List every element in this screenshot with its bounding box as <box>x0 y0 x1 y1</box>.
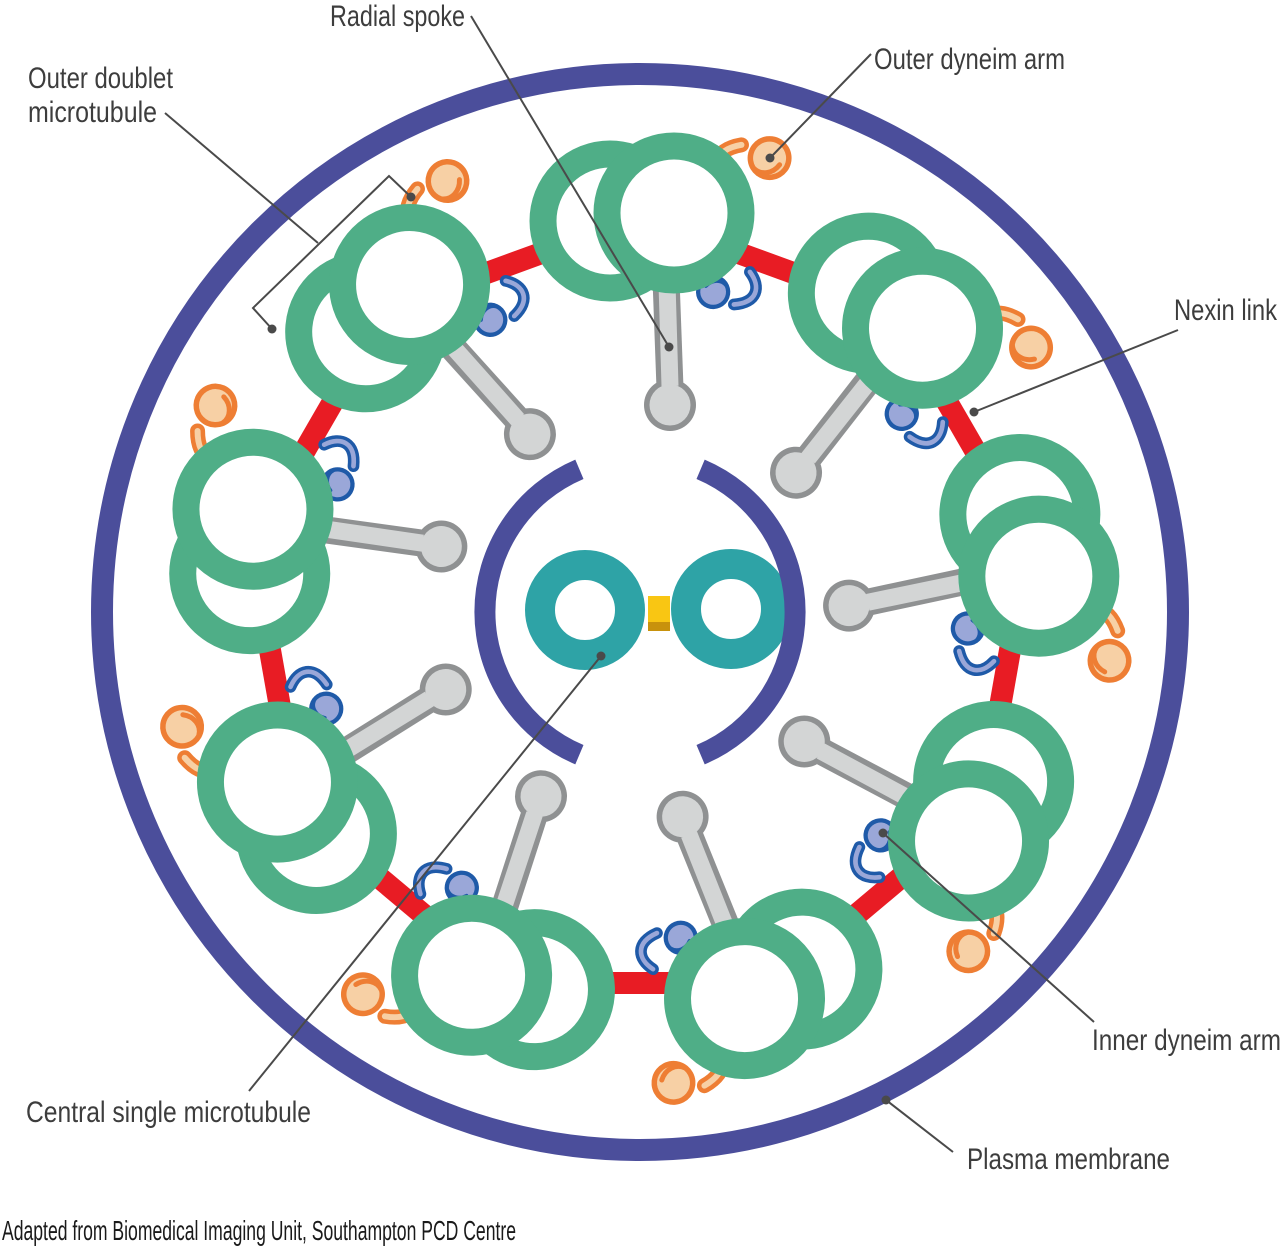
inner-dynein-leader <box>882 832 1095 1023</box>
outer-dynein-label: Outer dyneim arm <box>874 43 1065 76</box>
plasma-membrane-leader <box>885 1099 954 1153</box>
outer-doublet-dot-b <box>267 324 277 334</box>
central-microtubule-dot <box>596 651 606 661</box>
outer-doublet-6 <box>331 729 669 1095</box>
central-microtubule-leader <box>248 655 602 1092</box>
outer-dynein-dot <box>765 153 775 163</box>
nexin-link-leader <box>973 329 1179 413</box>
outer-doublet-dot-a <box>406 192 416 202</box>
radial-spoke-leader <box>470 15 670 348</box>
central-microtubule-right <box>671 549 791 669</box>
inner-dynein-dot <box>878 828 888 838</box>
central-microtubule-left <box>525 550 645 670</box>
outer-doublet-bracket <box>251 174 412 330</box>
leader-lines <box>164 15 1179 1153</box>
outer-doublet-label-line1: Outer doublet <box>28 62 174 95</box>
leader-dots <box>267 153 979 1105</box>
outer-doublet-leader <box>164 112 319 244</box>
central-microtubule-label: Central single microtubule <box>26 1096 311 1129</box>
central-bridge-shadow <box>648 622 670 631</box>
nexin-link-label: Nexin link <box>1174 294 1278 327</box>
plasma-membrane-label: Plasma membrane <box>967 1143 1170 1176</box>
attribution-text: Adapted from Biomedical Imaging Unit, So… <box>2 1215 516 1246</box>
radial-spoke-label: Radial spoke <box>330 0 465 33</box>
outer-dynein-leader <box>769 53 872 159</box>
central-sheath-left-arc <box>474 459 584 765</box>
nexin-link-dot <box>969 407 979 417</box>
central-sheath-right-arc <box>696 459 806 765</box>
inner-dynein-label: Inner dyneim arm <box>1092 1024 1281 1057</box>
outer-doublet-label-line2: microtubule <box>28 96 157 129</box>
outer-doublet-1 <box>543 133 795 431</box>
radial-spoke-dot <box>664 342 674 352</box>
plasma-membrane-ring <box>91 63 1189 1161</box>
outer-doublet-5 <box>557 749 895 1115</box>
plasma-membrane-dot <box>881 1095 891 1105</box>
outer-doublet-3 <box>801 433 1138 733</box>
central-apparatus <box>474 459 806 765</box>
